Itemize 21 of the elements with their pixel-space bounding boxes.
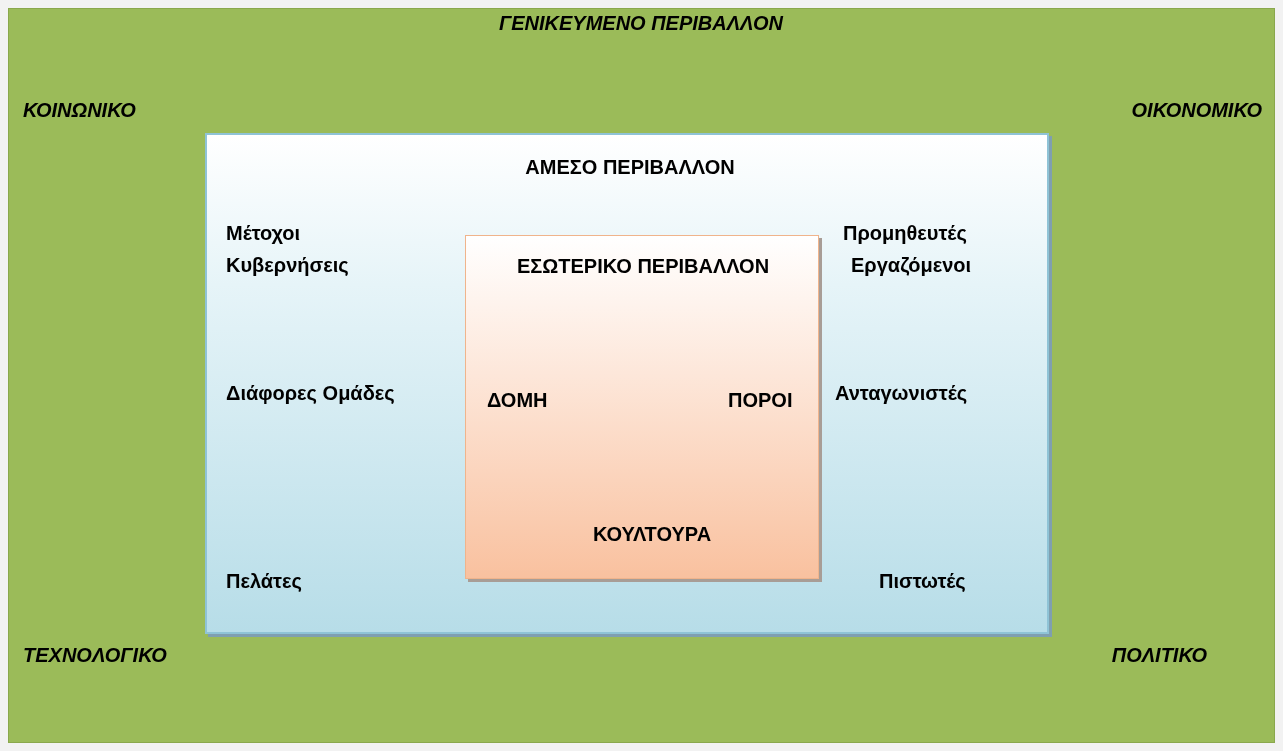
- factor-label: Μέτοχοι: [226, 221, 301, 245]
- factor-label: ΚΟΥΛΤΟΥΡΑ: [592, 522, 712, 546]
- factor-label: ΚΟΙΝΩΝΙΚΟ: [23, 98, 136, 122]
- factor-label: Κυβερνήσεις: [226, 253, 349, 277]
- factor-label: ΟΙΚΟΝΟΜΙΚΟ: [1131, 98, 1262, 122]
- factor-label: Διάφορες Ομάδες: [226, 381, 395, 405]
- factor-label: ΠΟΡΟΙ: [728, 388, 793, 412]
- factor-label: Προμηθευτές: [843, 221, 967, 245]
- environment-panel: [465, 235, 819, 579]
- factor-label: ΤΕΧΝΟΛΟΓΙΚΟ: [23, 643, 167, 667]
- factor-label: Πιστωτές: [879, 569, 966, 593]
- environment-panel: [205, 133, 1049, 634]
- environment-title: ΓΕΝΙΚΕΥΜΕΝΟ ΠΕΡΙΒΑΛΛΟΝ: [499, 11, 783, 35]
- factor-label: ΔΟΜΗ: [487, 388, 548, 412]
- factor-label: ΠΟΛΙΤΙΚΟ: [1111, 643, 1207, 667]
- factor-label: Πελάτες: [226, 569, 302, 593]
- environment-title: ΑΜΕΣΟ ΠΕΡΙΒΑΛΛΟΝ: [525, 155, 735, 179]
- factor-label: Εργαζόμενοι: [851, 253, 972, 277]
- environment-panel: [8, 8, 1275, 743]
- environment-title: ΕΣΩΤΕΡΙΚΟ ΠΕΡΙΒΑΛΛΟΝ: [516, 254, 770, 278]
- factor-label: Ανταγωνιστές: [835, 381, 968, 405]
